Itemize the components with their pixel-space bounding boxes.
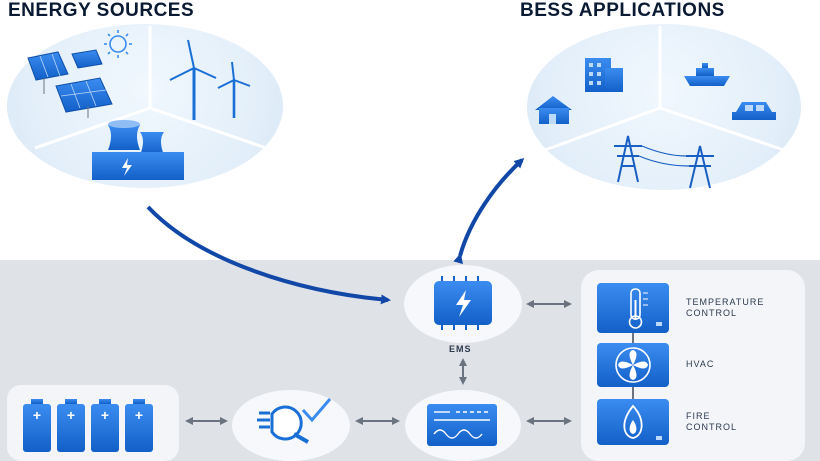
connector-arrows	[185, 300, 572, 425]
hvac-label: HVAC	[686, 359, 715, 369]
sun-icon	[104, 30, 132, 58]
energy-sources-dividers	[34, 26, 273, 152]
ems-label: EMS	[449, 344, 472, 354]
buildings-icon	[585, 58, 623, 92]
svg-text:+: +	[67, 407, 75, 423]
flame-tile	[597, 399, 669, 445]
energy-sources-title: ENERGY SOURCES	[8, 0, 195, 21]
fan-tile	[597, 343, 669, 387]
inspection-icon	[257, 398, 332, 444]
monitor-icon	[427, 404, 497, 446]
thermometer-tile	[597, 283, 669, 333]
ems-chip-icon	[434, 276, 492, 330]
temperature-control-label: TEMPERATURE CONTROL	[686, 297, 765, 318]
wind-turbine-icon	[169, 39, 251, 120]
svg-text:+: +	[101, 407, 109, 423]
ship-icon	[684, 63, 730, 86]
arrow-ems-to-applications	[453, 157, 525, 265]
solar-panel-icon	[27, 49, 113, 118]
power-tower-icon	[614, 135, 714, 189]
car-icon	[732, 102, 776, 120]
arrow-sources-to-ems	[146, 205, 391, 305]
house-icon	[535, 96, 572, 124]
bess-dividers	[544, 26, 791, 154]
bess-applications-title: BESS APPLICATIONS	[520, 0, 725, 21]
svg-text:+: +	[33, 407, 41, 423]
fire-control-label: FIRE CONTROL	[686, 411, 738, 432]
power-plant-icon	[92, 120, 184, 180]
svg-text:+: +	[135, 407, 143, 423]
battery-pack-icon: + + + +	[23, 399, 153, 452]
